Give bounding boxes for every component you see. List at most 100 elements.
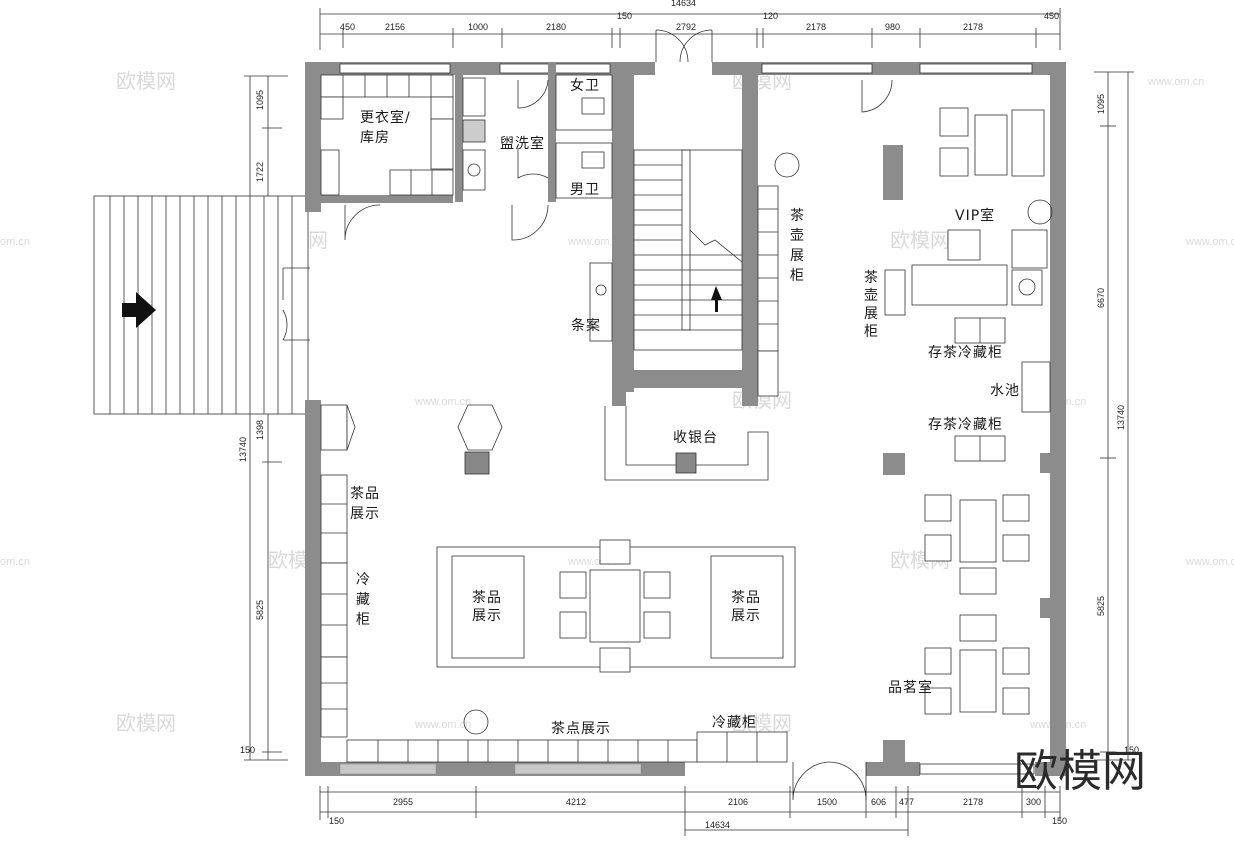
label-tea-display-left: 茶品 [350, 486, 380, 502]
label-cashier: 收银台 [673, 430, 718, 446]
display-stand [457, 404, 503, 475]
watermark-url: www.om.cn [1147, 76, 1204, 88]
dim-label: 120 [763, 11, 778, 21]
label-side-table: 条案 [571, 317, 601, 334]
label-tea-display: 茶品 [472, 590, 502, 606]
dim-label: 2955 [393, 797, 413, 807]
teapot-cabinet-2 [884, 269, 906, 316]
dim-label: 150 [617, 11, 632, 21]
label-teapot-cabinet: 茶 [790, 208, 805, 224]
watermark-url: www.om.cn [414, 396, 471, 408]
watermark: 欧模网 [116, 69, 176, 93]
label-snack-display: 茶点展示 [551, 721, 611, 737]
watermark: 欧模网 [732, 711, 792, 735]
changing-room-shelves [320, 74, 454, 196]
watermark-url: www.om.cn [1185, 556, 1234, 568]
dim-label: 150 [240, 745, 255, 755]
dim-label: 2106 [728, 797, 748, 807]
dim-label: 1398 [255, 420, 265, 440]
label-teapot-cabinet: 茶 [864, 270, 879, 286]
dim-label: 300 [1026, 797, 1041, 807]
label-teapot-cabinet: 柜 [790, 268, 805, 284]
label-teapot-cabinet: 壶 [864, 288, 879, 304]
vip-furniture [911, 107, 1048, 306]
room-label-storage: 库房 [360, 130, 390, 146]
label-teapot-cabinet: 柜 [864, 324, 879, 340]
room-label-tasting: 品茗室 [888, 679, 933, 696]
room-label-washroom: 盥洗室 [500, 135, 545, 152]
tasting-tables [924, 494, 1030, 715]
label-tea-display: 展示 [731, 608, 761, 624]
room-label-vip: VIP室 [955, 207, 995, 224]
label-cold-storage: 存茶冷藏柜 [928, 417, 1003, 433]
brand-watermark: 欧模网 [1014, 746, 1146, 797]
dim-label: 2178 [963, 22, 983, 32]
dim-label: 1722 [255, 162, 265, 182]
room-label-female-wc: 女卫 [570, 77, 600, 94]
label-tea-display: 茶品 [731, 590, 761, 606]
dim-label: 1000 [468, 22, 488, 32]
dim-label: 150 [1052, 816, 1067, 826]
label-fridge-left: 柜 [356, 612, 371, 628]
label-fridge-left: 藏 [356, 592, 371, 608]
central-display [436, 539, 796, 673]
watermark-url: om.cn [0, 556, 30, 568]
label-tea-display-left: 展示 [350, 506, 380, 522]
watermark-url: om.cn [0, 236, 30, 248]
cashier-counter [604, 406, 769, 481]
dim-left-total: 13740 [238, 437, 248, 462]
dim-label: 477 [899, 797, 914, 807]
room-label-changing: 更衣室/ [360, 109, 411, 126]
dim-label: 1095 [1096, 94, 1106, 114]
washroom-fixtures [462, 74, 613, 199]
dim-label: 980 [885, 22, 900, 32]
dim-label: 2792 [676, 22, 696, 32]
dim-label: 1095 [255, 90, 265, 110]
dim-label: 2178 [806, 22, 826, 32]
watermark: 欧模网 [116, 711, 176, 735]
doors [282, 29, 893, 801]
dim-label: 2180 [546, 22, 566, 32]
dim-label: 2156 [385, 22, 405, 32]
hatched-base [339, 763, 642, 775]
dim-right-total: 13740 [1116, 405, 1126, 430]
room-label-male-wc: 男卫 [570, 182, 600, 198]
watermark-url: www.om.cn [1185, 236, 1234, 248]
dim-label: 1500 [817, 797, 837, 807]
plant-icons [463, 152, 1053, 735]
entrance-arrow-icon [122, 292, 156, 328]
cold-storage-cabinets [954, 317, 1051, 462]
label-tea-display: 展示 [472, 608, 502, 624]
dim-label: 5825 [1096, 596, 1106, 616]
label-teapot-cabinet: 展 [864, 306, 879, 322]
stair-up-arrow-icon [711, 286, 722, 312]
bottom-cabinets [346, 731, 788, 763]
dim-label: 150 [329, 816, 344, 826]
label-sink: 水池 [990, 383, 1020, 399]
label-teapot-cabinet: 展 [790, 248, 805, 264]
dim-label: 4212 [566, 797, 586, 807]
teapot-cabinet-1 [757, 185, 779, 397]
dim-label: 450 [340, 22, 355, 32]
interior-walls [321, 62, 1052, 776]
watermark-url: www.om.cn [567, 236, 624, 248]
dim-label: 606 [871, 797, 886, 807]
dimension-lines [244, 8, 1134, 836]
dim-label: 150 [1124, 745, 1139, 755]
dim-label: 5825 [255, 600, 265, 620]
watermark-url: www.om.cn [414, 719, 471, 731]
label-fridge-bottom: 冷藏柜 [712, 715, 757, 731]
watermark: 欧模网 [890, 228, 950, 252]
dimension-labels: 14634 450 2156 1000 2180 150 2792 120 21… [238, 0, 1139, 830]
label-teapot-cabinet: 壶 [790, 228, 805, 244]
label-fridge-left: 冷 [356, 572, 371, 588]
dim-label: 2178 [963, 797, 983, 807]
dim-top-total: 14634 [671, 0, 696, 8]
dim-label: 450 [1044, 11, 1059, 21]
dim-bottom-total: 14634 [705, 820, 730, 830]
side-table [589, 262, 613, 342]
stairs [633, 149, 743, 351]
dim-label: 6670 [1096, 288, 1106, 308]
label-cold-storage: 存茶冷藏柜 [928, 345, 1003, 361]
